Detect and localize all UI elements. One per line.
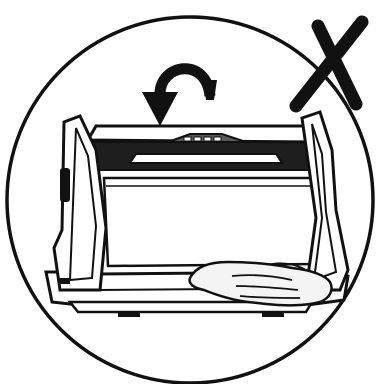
left-leg-slot	[58, 278, 70, 284]
base-foot-left	[118, 311, 140, 317]
front-panel	[104, 178, 322, 266]
top-handle-slot	[130, 154, 282, 163]
left-leg-port	[60, 168, 70, 202]
base-foot-right	[262, 311, 284, 317]
